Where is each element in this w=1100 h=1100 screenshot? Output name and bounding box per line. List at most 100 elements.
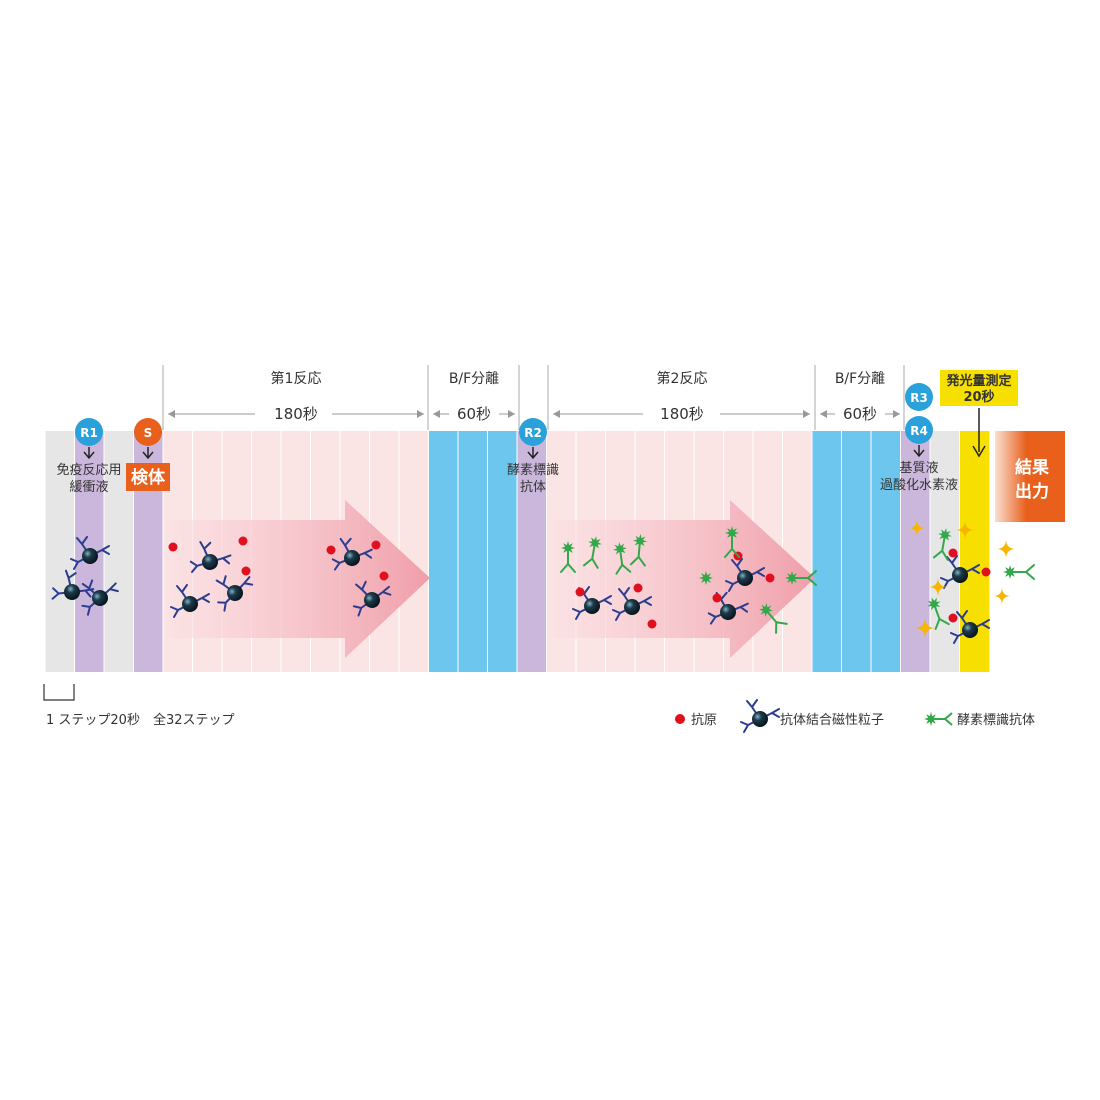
bf2-title: B/F分離 (835, 370, 885, 387)
r4-circle-label: R4 (910, 424, 928, 438)
light-emission-sparkle (955, 520, 975, 540)
light-emission-sparkle (914, 617, 936, 639)
reaction1-duration: 180秒 (274, 405, 318, 423)
magnetic-particle (725, 558, 765, 592)
reagent-r1: R1 免疫反応用 緩衝液 (56, 418, 122, 495)
antigen-dot (765, 573, 775, 583)
enzyme-labeled-antibody (560, 541, 576, 573)
enzyme-labeled-antibody (785, 570, 817, 586)
antigen-dot (238, 536, 248, 546)
bf1-duration: 60秒 (457, 405, 491, 423)
step-bracket (43, 684, 75, 701)
antigen-dot (633, 583, 643, 593)
reagent-r2: R2 酵素標識 抗体 (507, 418, 559, 495)
step-column (458, 431, 488, 672)
step-column (45, 431, 75, 672)
magnetic-particle (740, 699, 780, 733)
reaction1-title: 第1反応 (271, 370, 322, 387)
enzyme-label (699, 571, 713, 585)
r1-label-line1: 免疫反応用 (56, 462, 121, 478)
step-column (782, 431, 813, 672)
legend-enzyme-antibody-label: 酵素標識抗体 (957, 713, 1035, 728)
r34-label-line1: 基質液 (899, 461, 938, 476)
light-emission-sparkle (993, 587, 1011, 605)
step-note: 1 ステップ20秒 全32ステップ (46, 712, 235, 728)
magnetic-particle (188, 538, 234, 580)
enzyme-labeled-antibody (924, 712, 953, 726)
result-label-line2: 出力 (1015, 481, 1049, 502)
legend-particle-icon (740, 699, 780, 733)
r2-circle-label: R2 (524, 426, 542, 440)
step-column (517, 431, 547, 672)
antigen-dot (647, 619, 657, 629)
r1-label-line2: 緩衝液 (69, 480, 108, 495)
enzyme-labeled-antibody (724, 526, 740, 558)
reagent-s: S 検体 (126, 418, 170, 491)
r3-circle-label: R3 (910, 391, 928, 405)
step-column (428, 431, 459, 672)
magnetic-particle (940, 555, 980, 589)
antigen-dot (379, 571, 389, 581)
enzyme-labeled-antibody (613, 542, 632, 575)
light-emission-sparkle (996, 539, 1016, 559)
magnetic-particle (170, 584, 210, 618)
antigen-dot (168, 542, 178, 552)
step-column (399, 431, 429, 672)
result-label-line1: 結果 (1015, 457, 1049, 478)
legend-antigen-icon (675, 714, 685, 724)
magnetic-particle (950, 610, 990, 644)
phase-header-reaction1: 第1反応 180秒 (162, 365, 424, 430)
antigen-dot (326, 545, 336, 555)
measure-label-line1: 発光量測定 (945, 373, 1011, 389)
legend-enzyme-antibody-icon (924, 712, 953, 726)
phase-header-bf1: B/F分離 60秒 (427, 365, 515, 430)
reaction2-duration: 180秒 (660, 405, 704, 423)
magnetic-particle (572, 586, 612, 620)
antigen-dot (948, 548, 958, 558)
bf2-duration: 60秒 (843, 405, 877, 423)
phase-header-bf2: B/F分離 60秒 (814, 365, 900, 430)
magnetic-particle (48, 566, 98, 612)
magnetic-particle (348, 576, 394, 618)
molecule-illustrations (48, 519, 1035, 644)
magnetic-particle (706, 590, 750, 628)
enzyme-labeled-antibody (759, 603, 788, 634)
result-output-box (995, 431, 1065, 522)
r34-label-line2: 過酸化水素液 (880, 478, 958, 493)
r1-circle-label: R1 (80, 426, 98, 440)
reagent-r3-r4: R3 R4 基質液 過酸化水素液 (880, 383, 958, 493)
reaction1-arrow (165, 500, 430, 658)
bf1-title: B/F分離 (449, 370, 499, 387)
legend-particle-label: 抗体結合磁性粒子 (780, 713, 884, 728)
light-emission-sparkle (928, 577, 948, 597)
reaction2-title: 第2反応 (657, 370, 708, 387)
step-column (812, 431, 842, 672)
magnetic-particle (612, 587, 652, 621)
light-emission-sparkle (908, 519, 926, 537)
antigen-dot (981, 567, 991, 577)
enzyme-labeled-antibody (629, 534, 647, 567)
antigen-dot (241, 566, 251, 576)
sample-label: 検体 (131, 467, 166, 488)
phase-header-reaction2: 第2反応 180秒 (547, 365, 810, 430)
magnetic-particle (70, 536, 110, 570)
antigen-dot (712, 593, 722, 603)
magnetic-particle (75, 573, 123, 617)
step-column (841, 431, 872, 672)
antigen-dot (948, 613, 958, 623)
r2-label-line2: 抗体 (520, 480, 546, 495)
magnetic-particle (330, 536, 374, 574)
enzyme-labeled-antibody (932, 528, 952, 561)
magnetic-particle (209, 567, 259, 613)
step-column (487, 431, 518, 672)
r2-label-line1: 酵素標識 (507, 463, 559, 478)
legend: 抗原 抗体結合磁性粒子 酵素標識抗体 (675, 699, 1035, 733)
step-column (871, 431, 901, 672)
antigen-dot (371, 540, 381, 550)
s-circle-label: S (144, 426, 153, 440)
sample-badge (126, 463, 170, 491)
measure-label-line2: 20秒 (963, 389, 994, 405)
enzyme-labeled-antibody (582, 536, 602, 569)
measure-badge (940, 370, 1018, 406)
